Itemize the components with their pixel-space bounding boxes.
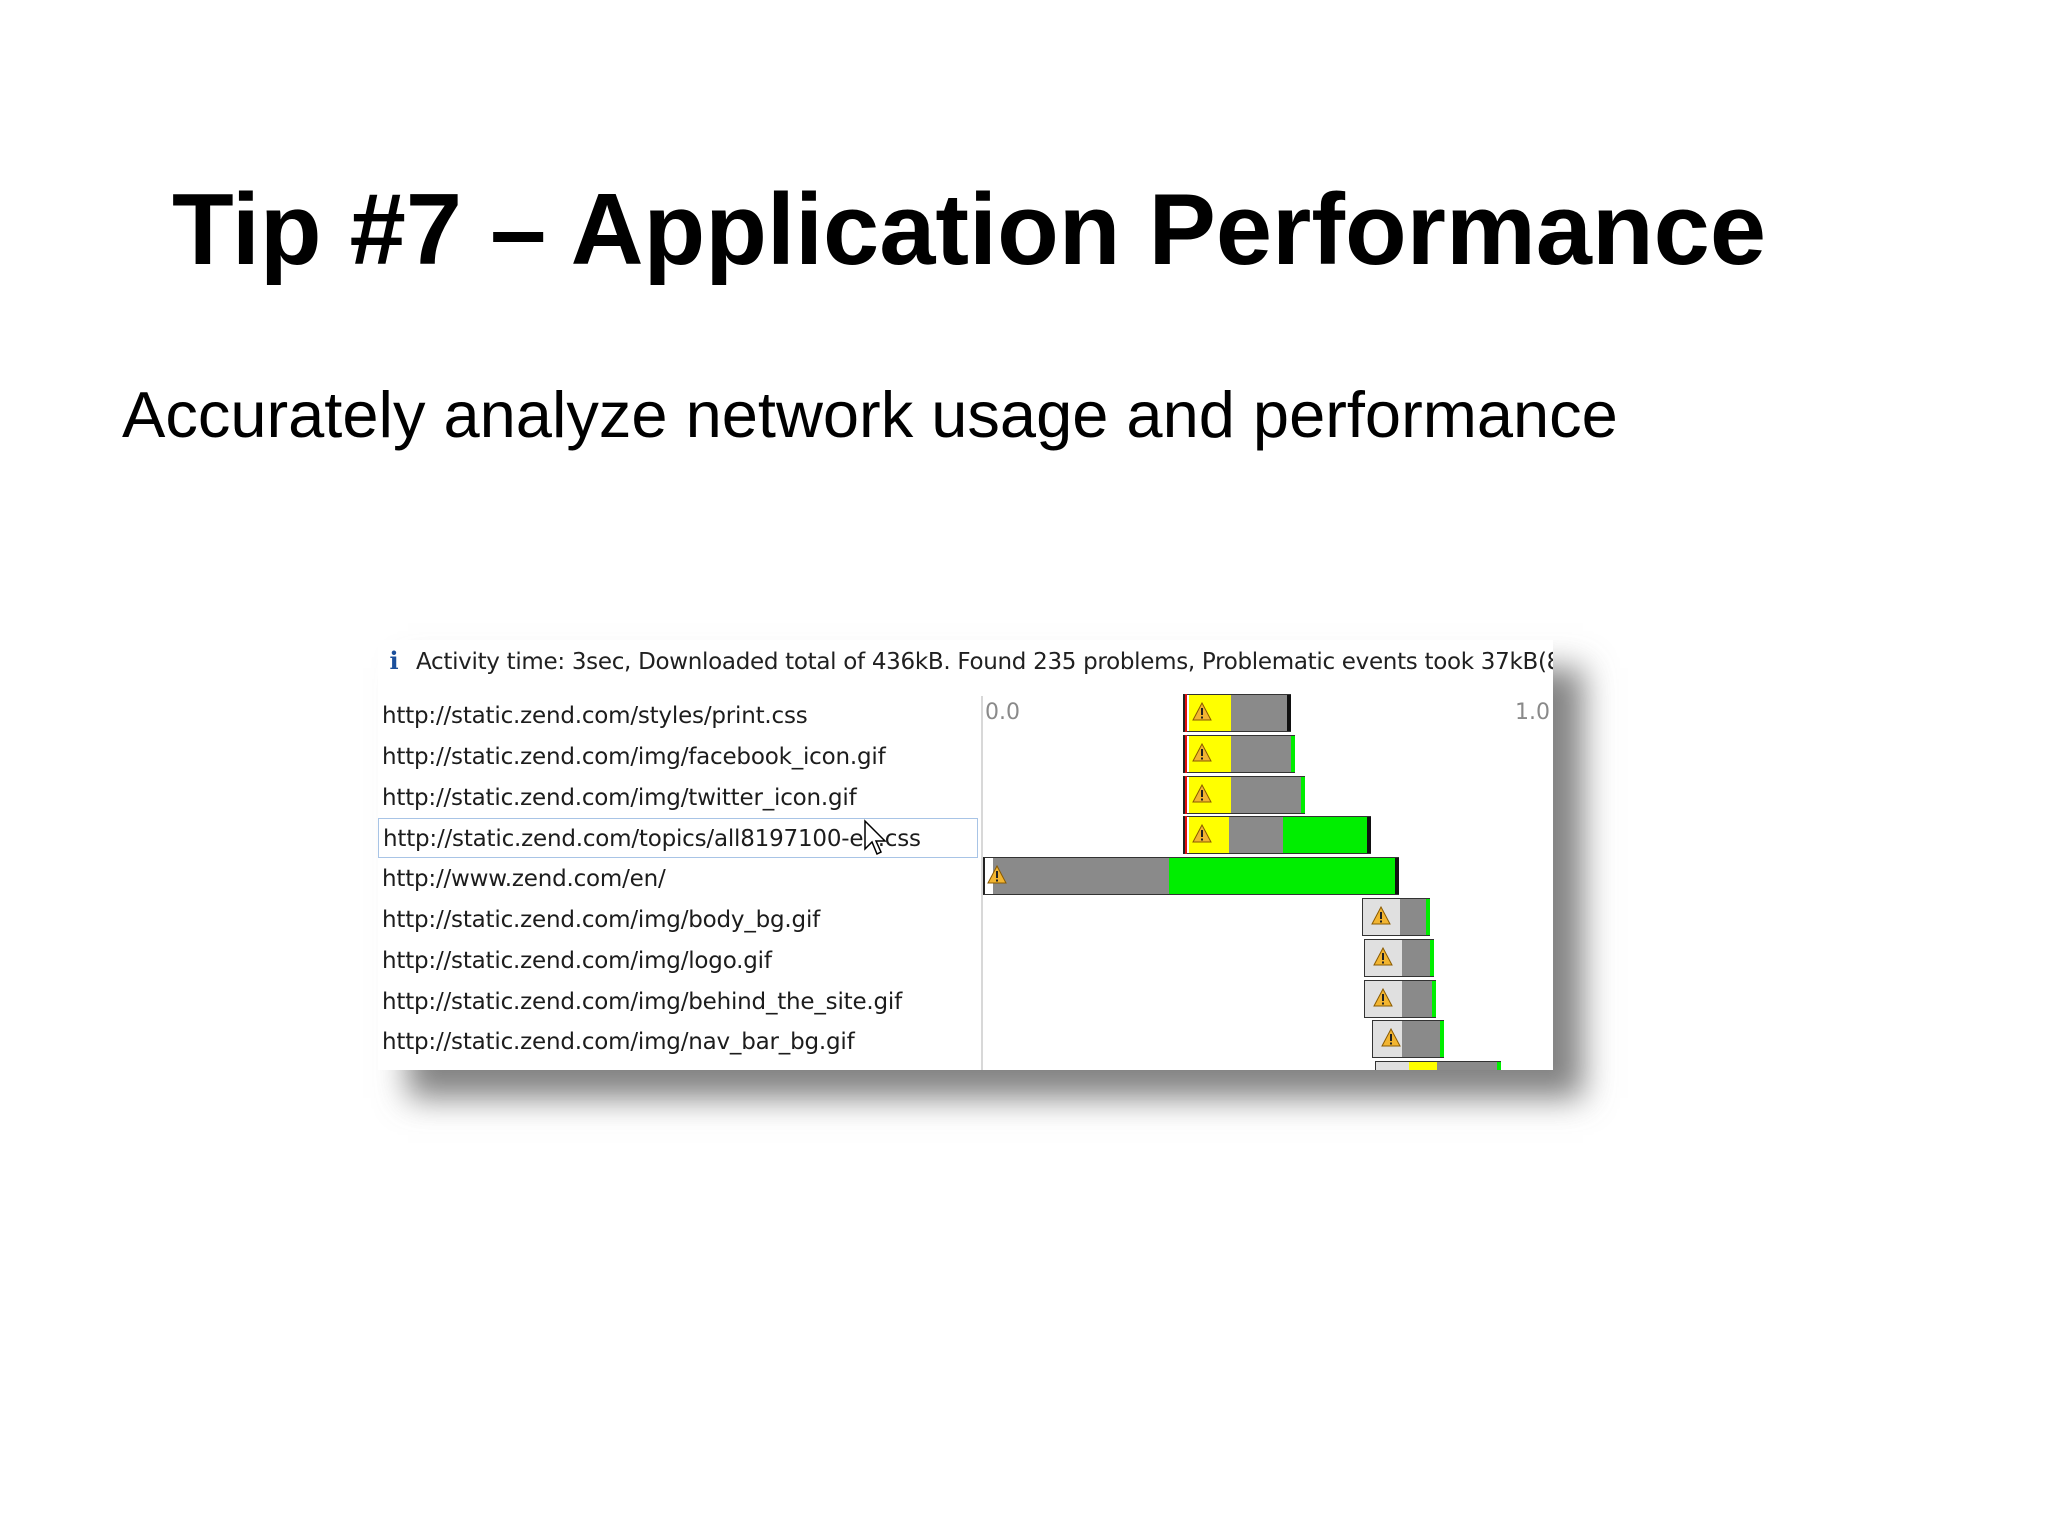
timeline-bar-start (983, 857, 995, 895)
request-row[interactable]: http://static.zend.com/img/logo.gif (378, 941, 978, 981)
warning-icon[interactable] (987, 865, 1007, 885)
timeline-bar-waiting (1189, 694, 1231, 732)
timeline-marker (1185, 735, 1187, 773)
warning-icon[interactable] (1192, 702, 1212, 722)
request-url: http://static.zend.com/img/nav_bar_bg.gi… (382, 1029, 855, 1055)
request-row[interactable]: http://static.zend.com/img/twitter_icon.… (378, 778, 978, 818)
request-url: http://www.zend.com/en/ (382, 866, 666, 892)
network-monitor-screenshot: i Activity time: 3sec, Downloaded total … (378, 640, 1553, 1070)
warning-icon[interactable] (1371, 906, 1391, 926)
timeline-bar-connecting (1402, 980, 1434, 1018)
warning-icon[interactable] (1192, 824, 1212, 844)
timeline-bar-connecting (1231, 694, 1291, 732)
timeline-bar-receiving (1430, 939, 1434, 977)
warning-icon[interactable] (1192, 784, 1212, 804)
timeline-bar-connecting (1231, 735, 1293, 773)
timeline-bar-start (1183, 816, 1191, 854)
timeline-marker (1185, 694, 1187, 732)
request-url: http://static.zend.com/img/twitter_icon.… (382, 785, 857, 811)
request-row[interactable]: http://static.zend.com/img/behind_the_si… (378, 982, 978, 1022)
timeline-bar-waiting (1189, 735, 1231, 773)
timeline-bar-receiving (1432, 980, 1436, 1018)
request-row[interactable]: http://static.zend.com/styles/print.css (378, 696, 978, 736)
timeline-marker (1185, 816, 1187, 854)
request-row[interactable]: http://static.zend.com/img/facebook_icon… (378, 737, 978, 777)
warning-icon[interactable] (1381, 1028, 1401, 1048)
request-url: http://static.zend.com/img/body_bg.gif (382, 907, 821, 933)
timeline-marker (1185, 776, 1187, 814)
timeline-bar-receiving (1283, 816, 1369, 854)
timeline-bar-start (1183, 776, 1191, 814)
request-url: http://static.zend.com/styles/print.css (382, 703, 808, 729)
slide-title: Tip #7 – Application Performance (172, 174, 1767, 286)
warning-icon[interactable] (1373, 988, 1393, 1008)
mouse-cursor-icon (864, 819, 887, 856)
timeline-bar-connecting (1402, 939, 1432, 977)
timeline-bar-connecting (1400, 898, 1428, 936)
request-row-selected[interactable]: http://static.zend.com/topics/all8197100… (378, 818, 978, 858)
timeline-bar-receiving (1497, 1061, 1501, 1070)
timeline-bar-start (1183, 735, 1191, 773)
timeline-bar-connecting (1231, 776, 1303, 814)
timeline-bar-receiving (1301, 776, 1305, 814)
request-row[interactable]: http://www.zend.com/en/ (378, 859, 978, 899)
request-url: http://static.zend.com/img/facebook_icon… (382, 744, 886, 770)
info-bar: i Activity time: 3sec, Downloaded total … (378, 640, 1553, 682)
activity-summary: Activity time: 3sec, Downloaded total of… (416, 649, 1553, 675)
timeline (983, 694, 1553, 1070)
timeline-bar-receiving (1440, 1020, 1444, 1058)
timeline-bar-connecting (1229, 816, 1283, 854)
timeline-bar-receiving (1291, 735, 1295, 773)
timeline-bar-connecting (993, 857, 1169, 895)
info-icon: i (389, 646, 399, 675)
timeline-bar-waiting (1189, 816, 1229, 854)
timeline-start-label: 0.0 (985, 700, 1020, 725)
warning-icon[interactable] (1192, 743, 1212, 763)
request-url: http://static.zend.com/img/behind_the_si… (382, 989, 903, 1015)
slide-subtitle: Accurately analyze network usage and per… (122, 378, 1618, 451)
timeline-bar-waiting (1409, 1061, 1437, 1070)
request-row[interactable]: http://static.zend.com/img/body_bg.gif (378, 900, 978, 940)
request-url: http://static.zend.com/img/logo.gif (382, 948, 772, 974)
timeline-end-label: 1.0 (1515, 700, 1550, 725)
request-row[interactable]: http://static.zend.com/img/nav_bar_bg.gi… (378, 1022, 978, 1062)
timeline-bar-connecting (1437, 1061, 1499, 1070)
timeline-bar-start (1183, 694, 1191, 732)
timeline-bar-receiving (1426, 898, 1430, 936)
timeline-bar-waiting (1189, 776, 1231, 814)
timeline-bar-connecting (1402, 1020, 1442, 1058)
warning-icon[interactable] (1373, 947, 1393, 967)
timeline-bar-end (1395, 857, 1399, 895)
column-divider[interactable] (981, 696, 983, 1070)
timeline-bar-receiving (1169, 857, 1397, 895)
request-url: http://static.zend.com/topics/all8197100… (383, 826, 921, 852)
timeline-bar-end (1367, 816, 1371, 854)
timeline-bar-blocked (1375, 1061, 1409, 1070)
timeline-bar-end (1287, 694, 1291, 732)
